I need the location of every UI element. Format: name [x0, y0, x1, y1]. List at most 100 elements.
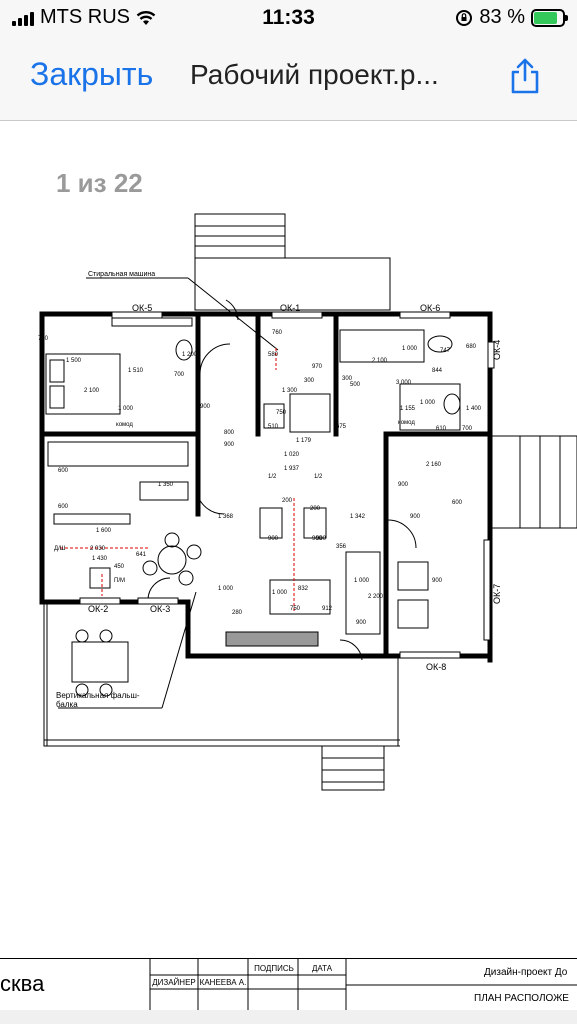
dimension-label: 900: [316, 536, 327, 542]
dimension-label: 1 600: [96, 528, 112, 534]
share-icon[interactable]: [505, 56, 545, 96]
dimension-label: 200: [310, 506, 321, 512]
window-label: ОК-6: [420, 303, 440, 313]
dimension-label: 900: [224, 442, 235, 448]
wc-label: Д/Ш: [54, 546, 65, 552]
dimension-label: 675: [336, 424, 347, 430]
dimension-label: 610: [436, 426, 447, 432]
dimension-label: 700: [462, 426, 473, 432]
dimension-label: 1 350: [158, 482, 174, 488]
dimension-label: 900: [200, 404, 211, 410]
dimension-label: 700: [174, 372, 185, 378]
window-label: ОК-3: [150, 604, 170, 614]
dimension-label: 580: [268, 352, 279, 358]
bottom-strip: [0, 1010, 577, 1024]
dimension-label: 2 030: [90, 546, 106, 552]
city-label: сква: [0, 971, 45, 996]
dimension-label: 900: [312, 536, 323, 542]
wifi-icon: [136, 10, 156, 25]
dimension-label: 1 430: [92, 556, 108, 562]
dimension-label: 1 342: [350, 514, 366, 520]
dimension-label: 600: [58, 468, 69, 474]
dimension-label: 800: [224, 430, 235, 436]
dimension-label: 1 000: [118, 406, 134, 412]
dimension-label: 900: [398, 482, 409, 488]
floor-plan-drawing[interactable]: ОК-5 ОК-1 ОК-6 ОК-4 ОК-2 ОК-3 ОК-7 ОК-8 …: [0, 120, 577, 960]
dimension-label: 600: [58, 504, 69, 510]
cellular-signal-icon: [12, 10, 34, 26]
window-label: ОК-8: [426, 662, 446, 672]
dimension-label: 1 510: [128, 368, 144, 374]
dimension-label: 900: [356, 620, 367, 626]
dimension-label: 200: [282, 498, 293, 504]
orientation-lock-icon: [456, 9, 473, 26]
col-date: ДАТА: [311, 964, 333, 973]
status-bar: MTS RUS 11:33 83 %: [0, 0, 577, 38]
col-signature: ПОДПИСЬ: [254, 964, 294, 973]
dimension-label: 912: [322, 606, 333, 612]
dimension-label: 750: [290, 606, 301, 612]
dimension-label: 356: [336, 544, 347, 550]
window-label: ОК-7: [492, 584, 502, 604]
dimension-label: 1 937: [284, 466, 300, 472]
dimension-label: 1 500: [66, 358, 82, 364]
dimension-label: 1 400: [466, 406, 482, 412]
dimension-label: 900: [268, 536, 279, 542]
dimension-label: 900: [410, 514, 421, 520]
battery-percent: 83 %: [479, 6, 525, 28]
window-label: ОК-4: [492, 340, 502, 360]
dimension-label: 300: [342, 376, 353, 382]
dimension-label: 2 200: [368, 594, 384, 600]
fridge-label: П/М: [114, 578, 125, 584]
carrier-name: MTS RUS: [40, 6, 130, 28]
sheet-name: ПЛАН РАСПОЛОЖЕ: [474, 993, 569, 1004]
battery-info: 83 %: [455, 6, 568, 29]
washer-label: Стиральная машина: [88, 271, 155, 278]
dimension-label: 710: [38, 336, 49, 342]
dimension-label: 844: [432, 368, 443, 374]
beam-label-2: балка: [56, 700, 78, 709]
dresser-label: комод: [398, 420, 415, 426]
page-counter: 1 из 22: [56, 168, 143, 198]
dimension-label: 2 100: [84, 388, 100, 394]
document-title: Рабочий проект.р...: [190, 59, 439, 90]
dimension-label: 641: [136, 552, 147, 558]
dimension-label: 450: [114, 564, 125, 570]
dimension-label: 2 100: [372, 358, 388, 364]
dimension-label: 500: [350, 382, 361, 388]
dimension-label: 1 020: [284, 452, 300, 458]
dimension-label: 750: [276, 410, 287, 416]
window-label: ОК-2: [88, 604, 108, 614]
dimension-label: 760: [272, 330, 283, 336]
window-label: ОК-5: [132, 303, 152, 313]
dimension-label: 510: [268, 424, 279, 430]
dimension-label: 1 368: [218, 514, 234, 520]
close-button[interactable]: Закрыть: [30, 56, 154, 92]
dimension-label: 1/2: [268, 474, 277, 480]
designer-name: КАНЕЕВА А.: [199, 978, 247, 987]
designer-role: ДИЗАЙНЕР: [152, 978, 196, 987]
dimension-label: 2 160: [426, 462, 442, 468]
dimension-label: 747: [440, 348, 451, 354]
dimension-label: 280: [232, 610, 243, 616]
dimension-label: 1/2: [314, 474, 323, 480]
dimension-label: 1 300: [282, 388, 298, 394]
dimension-label: 900: [432, 578, 443, 584]
window-label: ОК-1: [280, 303, 300, 313]
dresser-label: комод: [116, 422, 133, 428]
dimension-label: 970: [312, 364, 323, 370]
dimension-label: 1 000: [218, 586, 234, 592]
battery-icon: [531, 8, 568, 27]
dimension-label: 1 000: [272, 590, 288, 596]
dimension-label: 680: [466, 344, 477, 350]
dimension-label: 1 155: [400, 406, 416, 412]
dimension-label: 1 000: [402, 346, 418, 352]
beam-label: Вертикальная фальш-: [56, 691, 140, 700]
dimension-label: 1 000: [354, 578, 370, 584]
dimension-label: 1 000: [420, 400, 436, 406]
dimension-label: 1 179: [296, 438, 312, 444]
dimension-label: 600: [452, 500, 463, 506]
drawing-title-block: сква ПОДПИСЬ ДАТА ДИЗАЙНЕР КАНЕЕВА А. Ди…: [0, 958, 577, 1012]
title-block-grid: [149, 959, 577, 1011]
dimension-label: 832: [298, 586, 309, 592]
